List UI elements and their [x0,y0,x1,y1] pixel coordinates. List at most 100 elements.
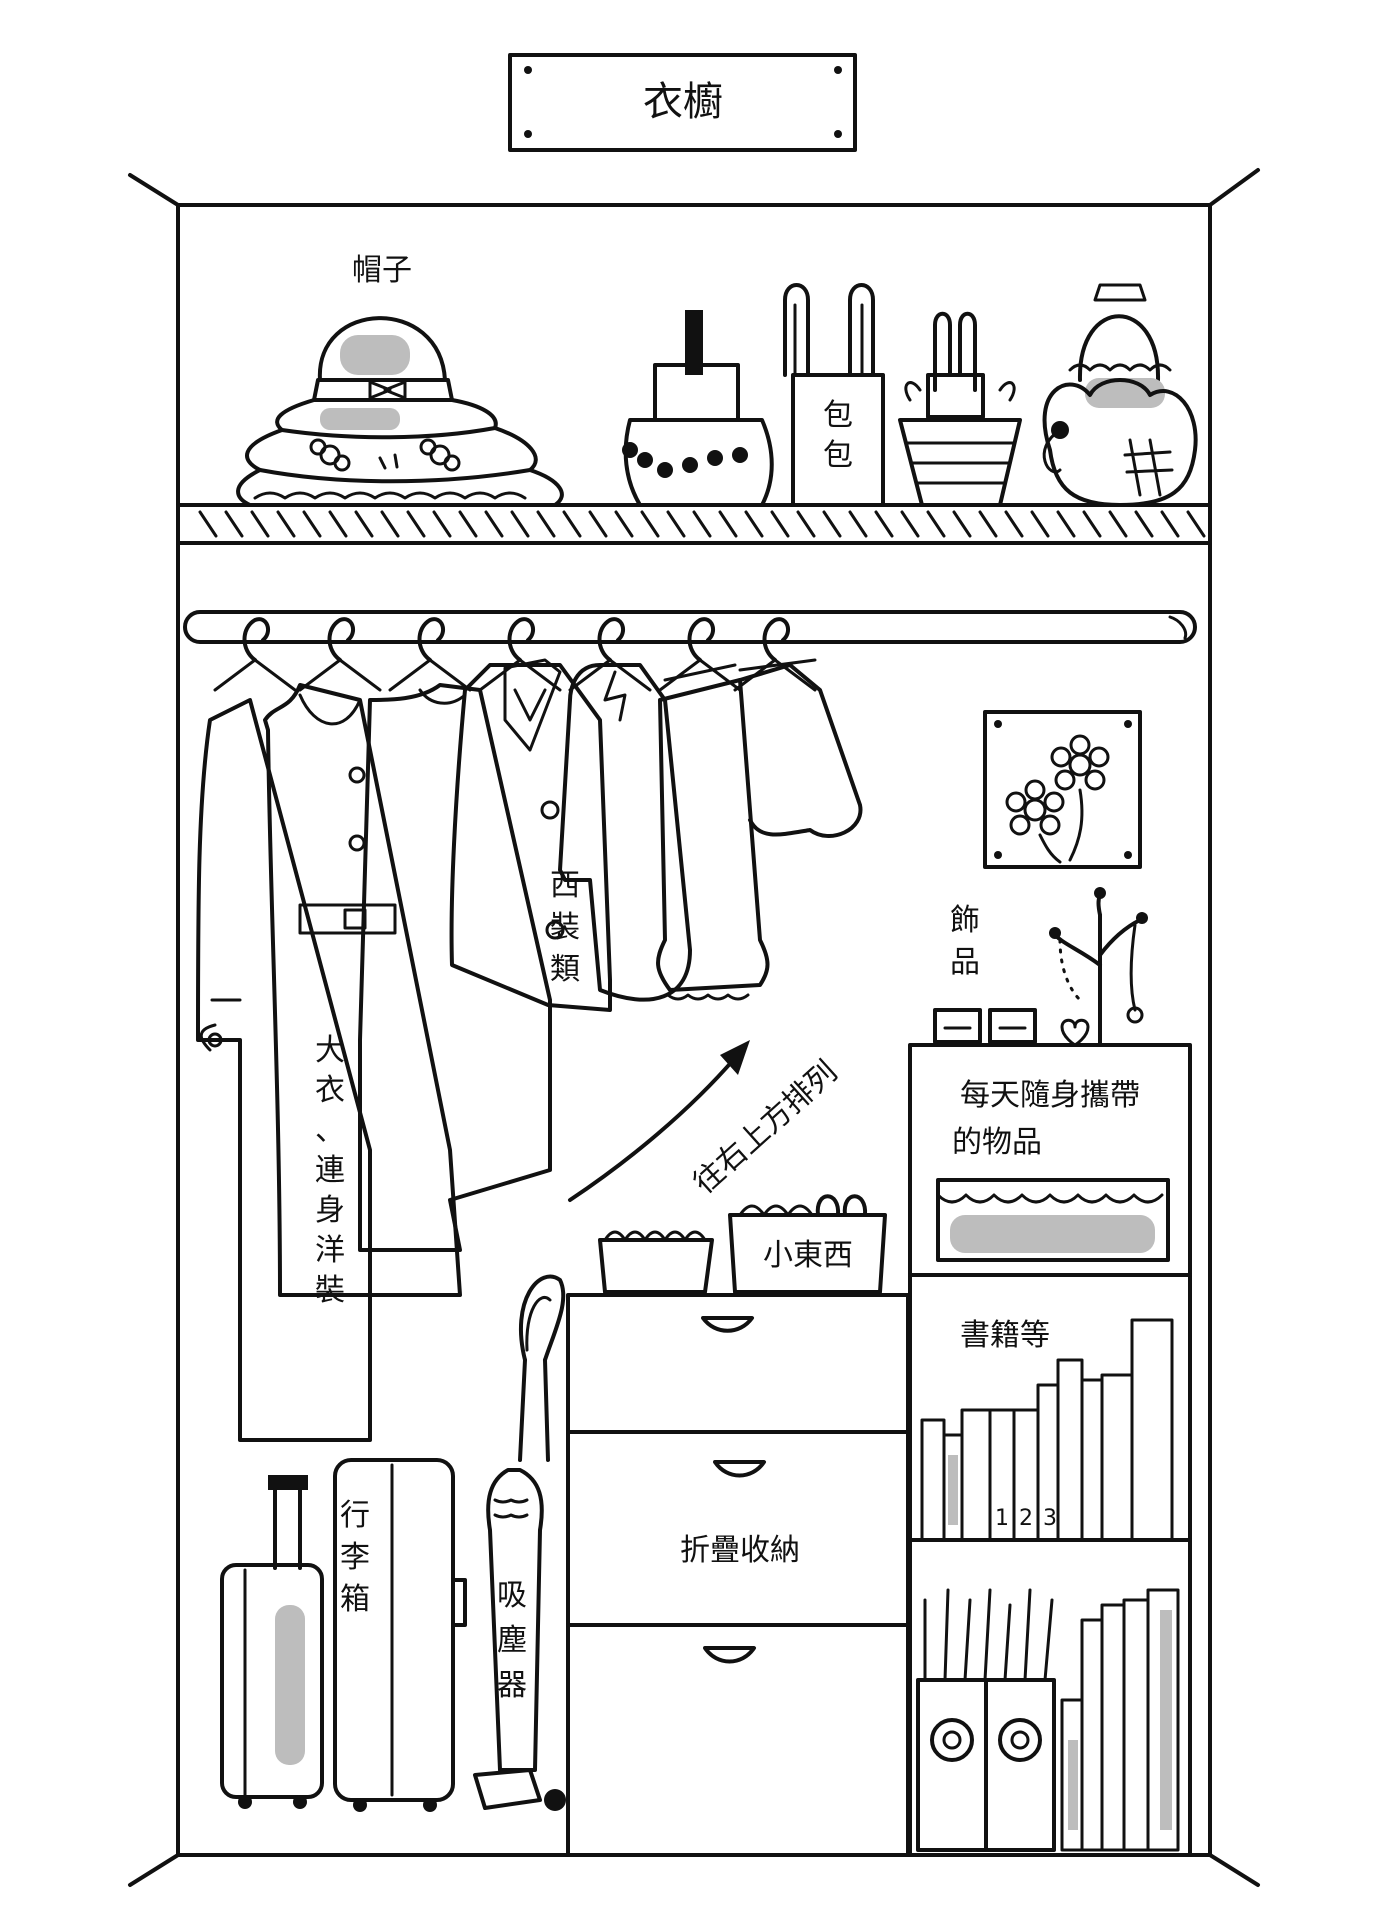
shelf-hatch-line [1032,512,1048,536]
shelf-hatch-line [1110,512,1126,536]
blurred-tag [340,335,410,375]
shelf-hatch-line [278,512,294,536]
shelf-hatch-line [746,512,762,536]
vacuum-label-3: 器 [497,1668,527,1703]
hanger-hook [330,619,354,660]
vacuum-label-1: 吸 [497,1578,527,1613]
luggage-label-1: 行 [340,1498,370,1533]
shelf-hatch-line [408,512,424,536]
flower-icon [1007,781,1063,834]
arrow-label: 往右上方排列 [687,1054,844,1200]
polka-dot [732,447,748,463]
shelf-hatch-line [200,512,216,536]
coats-label-4: 連 [315,1153,345,1188]
suitcase-large: 行 李 箱 [335,1460,465,1812]
closet-sign: 衣櫥 [510,55,855,150]
shelf-hatch-line [1084,512,1100,536]
suits-label-1: 西 [550,868,580,903]
shelf-hatch-line [434,512,450,536]
shelf-hatch-line [772,512,788,536]
shelf-hatch-line [876,512,892,536]
flower-icon [311,440,349,470]
bag-label-2: 包 [823,438,853,473]
arrow-up-right-icon: 往右上方排列 [570,1040,844,1201]
shelf-hatch-line [330,512,346,536]
accessory-stand: 飾 品 [935,887,1148,1045]
polka-dot [622,442,638,458]
shelf-hatch-line [538,512,554,536]
suits-label-3: 類 [550,952,580,987]
book-number-1: 1 [995,1506,1009,1531]
coats-label-2: 衣 [315,1073,345,1108]
shelf-hatch-line [226,512,242,536]
book-row: 1 2 3 [922,1320,1172,1540]
shelf-hatch-line [954,512,970,536]
shelf-hatch-line [668,512,684,536]
accessories-label-1: 飾 [950,903,980,938]
shelf-hatch-line [1136,512,1152,536]
shelf-hatch-line [564,512,580,536]
coats-label-1: 大 [315,1033,345,1068]
hanger-hook [690,619,714,660]
hanger-arm [300,660,380,690]
book-number-3: 3 [1043,1506,1057,1531]
shelf-hatch-line [590,512,606,536]
drawer-chest: 折疊收納 [568,1295,908,1855]
shelf-hatch-line [1058,512,1074,536]
shelf-hatch-line [252,512,268,536]
polka-dot [637,452,653,468]
vacuum-label-2: 塵 [497,1623,527,1658]
sign-title: 衣櫥 [643,79,723,125]
shelf-hatch-line [486,512,502,536]
coats-label-7: 裝 [315,1273,345,1308]
flower-icon [1052,736,1108,789]
hanger-hook [510,619,534,660]
shelf-hatch-line [850,512,866,536]
accessories-label-2: 品 [950,945,980,980]
shelf-hatch-line [902,512,918,536]
shelf-hatch-line [798,512,814,536]
shelf-hatch-line [642,512,658,536]
hanger-hook [245,619,269,660]
coats-label-3: 、 [315,1113,345,1148]
hanger-hook [765,619,789,660]
bag-tall: 包 包 [785,285,883,505]
shelf-hatch-line [1006,512,1022,536]
shelf-hatch-line [928,512,944,536]
polka-dot [682,457,698,473]
hanger-arm [660,660,740,690]
top-shelf [178,505,1210,543]
shelf-hatch-line [720,512,736,536]
hanger-hook [600,619,624,660]
shelf-hatch-line [382,512,398,536]
shelf-hatch-line [304,512,320,536]
daily-items-label-1: 每天隨身攜帶 [960,1078,1140,1113]
coats-label-6: 洋 [315,1233,345,1268]
hat: 帽子 [238,253,562,505]
shelf-hatch-line [694,512,710,536]
flower-icon [421,440,459,470]
handbag-polka-dot [622,310,772,505]
book-number-2: 2 [1019,1506,1033,1531]
shelf-hatch-line [1162,512,1178,536]
suits-label-2: 裝 [550,910,580,945]
shelf-hatch-line [980,512,996,536]
hat-label: 帽子 [352,253,412,288]
coats-label-5: 身 [315,1193,345,1228]
suitcase-small [222,1475,322,1809]
shelf-hatch-line [356,512,372,536]
hanger-arm [215,660,295,690]
luggage-label-3: 箱 [340,1582,370,1617]
books-label: 書籍等 [960,1318,1050,1353]
shelf-hatch-line [1188,512,1204,536]
shelf-hatch-line [824,512,840,536]
small-items-label: 小東西 [763,1238,853,1273]
small-items-baskets: 小東西 [600,1196,885,1292]
polka-dot [657,462,673,478]
daily-items-label-2: 的物品 [952,1125,1042,1160]
fold-storage-label: 折疊收納 [680,1533,800,1568]
shelf-hatch-line [460,512,476,536]
basket-bag [900,314,1020,505]
shelf-hatch-line [512,512,528,536]
